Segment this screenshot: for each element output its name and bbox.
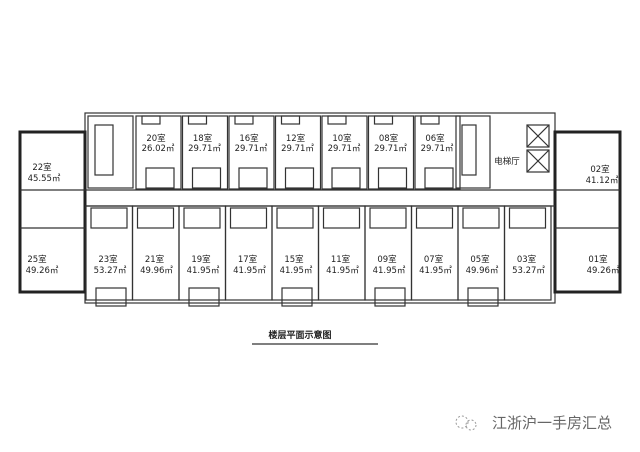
room-area: 29.71㎡ [328, 144, 361, 154]
room-name: 02室 [590, 164, 610, 175]
room-area: 29.71㎡ [374, 144, 407, 154]
bathroom [90, 207, 128, 229]
balcony [467, 287, 499, 307]
room-01: 01室 49.26㎡ [555, 227, 620, 276]
room-name: 22室 [32, 162, 52, 173]
bathroom [369, 207, 407, 229]
room-name: 19室 [191, 254, 211, 265]
room-name: 16室 [239, 133, 259, 144]
room-area: 49.26㎡ [587, 266, 620, 276]
balcony [374, 287, 406, 307]
room-area: 49.26㎡ [26, 266, 59, 276]
room-name: 20室 [146, 133, 166, 144]
room-name: 10室 [332, 133, 352, 144]
bathroom [322, 207, 361, 229]
room-area: 53.27㎡ [512, 266, 545, 276]
watermark: 江浙沪一手房汇总 [492, 414, 612, 432]
room-area: 29.71㎡ [188, 144, 221, 154]
bathroom [183, 207, 221, 229]
room-area: 45.55㎡ [28, 174, 61, 184]
room-area: 29.71㎡ [281, 144, 314, 154]
bathroom [508, 207, 547, 229]
bathroom [415, 207, 454, 229]
room-name: 03室 [517, 254, 537, 265]
bathroom [377, 167, 408, 189]
bottom-room-row: 23室53.27㎡21室49.96㎡19室41.95㎡17室41.95㎡15室4… [85, 205, 552, 307]
room-name: 07室 [424, 254, 444, 265]
room-name: 05室 [470, 254, 490, 265]
bathroom [145, 167, 175, 189]
room-area: 41.95㎡ [233, 266, 266, 276]
bathroom [331, 167, 361, 189]
caption: 楼层平面示意图 [268, 329, 331, 341]
bathroom [136, 207, 175, 229]
balcony [95, 287, 127, 307]
bathroom [284, 167, 315, 189]
room-area: 49.96㎡ [140, 266, 173, 276]
balcony [281, 287, 313, 307]
room-area: 41.95㎡ [326, 266, 359, 276]
top-room-row: 20室26.02㎡18室29.71㎡16室29.71㎡12室29.71㎡10室2… [135, 115, 461, 190]
room-area: 41.95㎡ [280, 266, 313, 276]
bathroom [424, 167, 454, 189]
room-area: 41.95㎡ [373, 266, 406, 276]
room-area: 49.96㎡ [466, 266, 499, 276]
room-name: 01室 [588, 254, 608, 265]
bathroom [238, 167, 268, 189]
bathroom [229, 207, 268, 229]
balcony [188, 287, 220, 307]
room-name: 18室 [193, 133, 213, 144]
room-name: 21室 [145, 254, 165, 265]
room-area: 29.71㎡ [421, 144, 454, 154]
room-area: 29.71㎡ [235, 144, 268, 154]
room-area: 41.12㎡ [586, 176, 619, 186]
room-name: 23室 [98, 254, 118, 265]
room-area: 41.95㎡ [187, 266, 220, 276]
room-name: 06室 [425, 133, 445, 144]
elevators [526, 124, 550, 173]
room-name: 17室 [238, 254, 258, 265]
room-22: 22室 45.55㎡ [20, 162, 85, 191]
room-area: 26.02㎡ [142, 144, 175, 154]
room-name: 09室 [377, 254, 397, 265]
stair-right [455, 115, 491, 189]
room-area: 53.27㎡ [94, 266, 127, 276]
bathroom [191, 167, 222, 189]
room-02: 02室 41.12㎡ [555, 164, 620, 191]
room-area: 41.95㎡ [419, 266, 452, 276]
elevator-hall-label: 电梯厅 [494, 156, 520, 167]
room-name: 12室 [286, 133, 306, 144]
bathroom [276, 207, 314, 229]
room-name: 15室 [284, 254, 304, 265]
watermark-logo-icon [455, 415, 477, 431]
bathroom [462, 207, 500, 229]
room-name: 11室 [331, 254, 351, 265]
stair-left [87, 115, 134, 189]
room-name: 25室 [27, 254, 47, 265]
room-name: 08室 [379, 133, 399, 144]
room-25: 25室 49.26㎡ [20, 227, 85, 276]
